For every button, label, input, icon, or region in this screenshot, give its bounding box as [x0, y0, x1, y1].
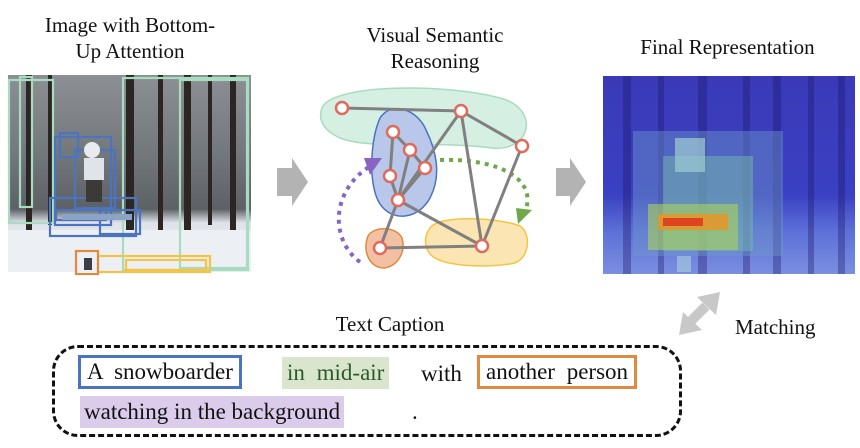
graph-node	[402, 142, 418, 158]
region-box	[98, 208, 142, 236]
region-box	[18, 75, 34, 209]
graph-node	[514, 138, 530, 154]
caption-box	[52, 345, 682, 437]
graph-node	[390, 192, 406, 208]
region-boxes	[7, 75, 250, 276]
attention-heatmap	[603, 76, 855, 274]
purple-arrowhead-icon	[364, 158, 382, 175]
visual-semantic-reasoning-title: Visual Semantic Reasoning	[366, 23, 504, 73]
snowboarder-figure	[62, 142, 132, 270]
graph-node	[385, 124, 401, 140]
region-box	[58, 131, 80, 159]
region-box	[178, 78, 249, 270]
graph-node	[372, 240, 388, 256]
graph-node	[382, 168, 398, 184]
region-box	[124, 258, 208, 272]
graph-node	[417, 160, 433, 176]
right-arrow-icon	[277, 158, 308, 206]
bottom-up-attention-title: Image with Bottom- Up Attention	[44, 13, 216, 63]
graph-node	[334, 100, 350, 116]
region-box	[121, 76, 250, 272]
purple-dotted-arrow	[336, 163, 374, 264]
text-caption-title: Text Caption	[335, 312, 445, 336]
double-arrow-icon	[679, 292, 720, 335]
right-arrow-icon	[556, 158, 586, 206]
graph-edges	[341, 106, 524, 250]
region-box	[74, 249, 100, 276]
region-box	[53, 135, 113, 227]
graph-nodes	[334, 100, 530, 256]
green-arrowhead-icon	[516, 208, 532, 224]
caption-segment-mid-air: in mid-air	[282, 357, 390, 389]
green-cluster	[319, 87, 527, 149]
matching-label: Matching	[735, 315, 816, 339]
caption-segment-snowboarder: A snowboarder	[78, 355, 242, 389]
caption-segment-with: with	[421, 361, 462, 386]
snowboarder-photo	[8, 75, 251, 272]
caption-segment-another-person: another person	[477, 355, 638, 389]
caption-segment-watching: watching in the background	[80, 396, 345, 428]
graph-node	[453, 103, 469, 119]
final-representation-title: Final Representation	[640, 35, 815, 59]
graph-node	[474, 238, 490, 254]
caption-period: .	[412, 399, 418, 424]
